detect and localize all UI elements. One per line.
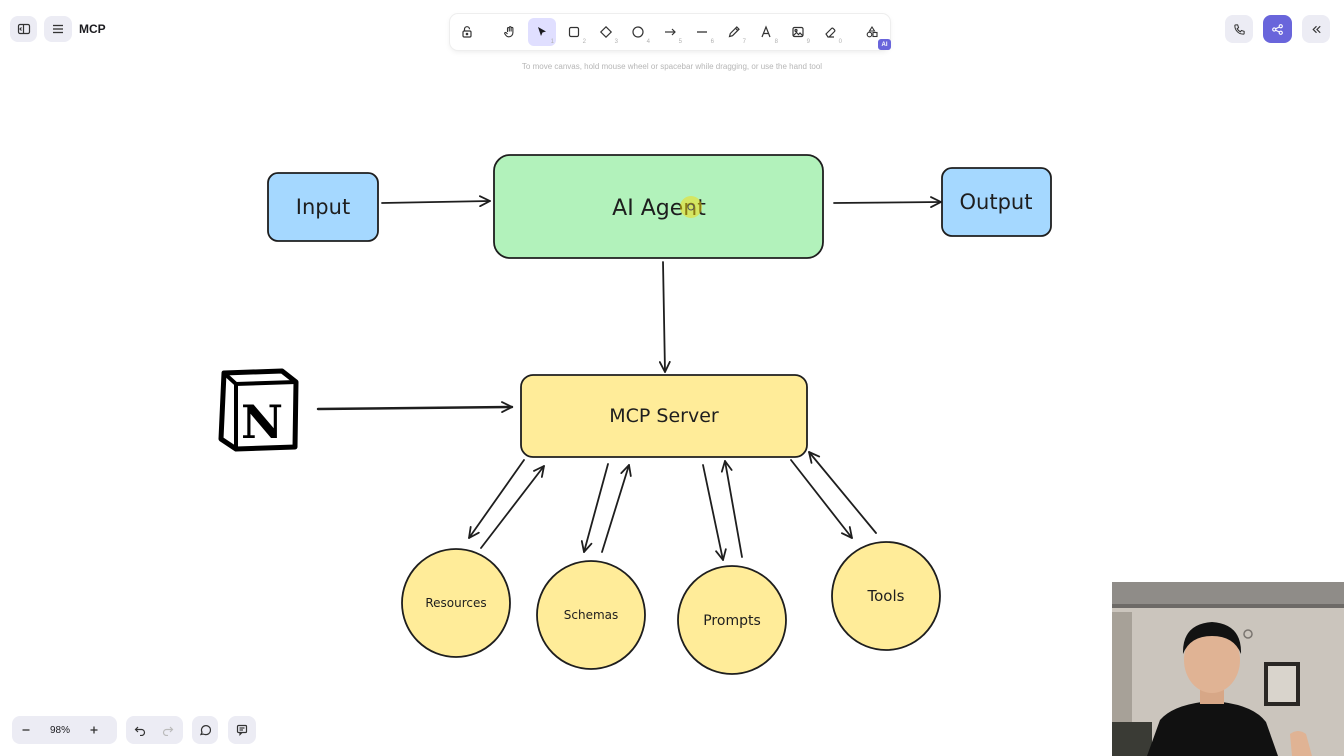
node-output[interactable]: Output: [941, 167, 1052, 237]
tool-image-key: 9: [806, 39, 810, 45]
arrow-agent-to-output[interactable]: [833, 196, 942, 208]
shapes-toolbar: 1 2 3 4 5 6 7 8 9 0 AI: [450, 14, 891, 50]
tool-diamond-key: 3: [614, 39, 618, 45]
text-icon: [761, 25, 771, 38]
canvas-hint: To move canvas, hold mouse wheel or spac…: [521, 62, 823, 71]
node-prompts[interactable]: Prompts: [677, 565, 787, 675]
tool-line-key: 6: [710, 39, 714, 45]
node-prompts-label: Prompts: [703, 613, 761, 629]
zoom-level[interactable]: 98%: [49, 724, 70, 736]
presenter-video: [1112, 582, 1344, 756]
node-output-label: Output: [960, 190, 1033, 214]
shapes-more-icon: [866, 25, 878, 38]
arrow-mcp-to-schemas[interactable]: [580, 463, 609, 553]
node-schemas-label: Schemas: [564, 608, 619, 622]
presentation-button[interactable]: [228, 716, 256, 744]
pointer-icon: [538, 27, 546, 36]
call-button[interactable]: [1225, 15, 1253, 43]
webcam-feed: [1112, 582, 1344, 756]
arrow-input-to-agent[interactable]: [381, 195, 491, 208]
undo-button[interactable]: [126, 716, 154, 744]
hand-icon: [504, 26, 514, 38]
phone-icon: [1233, 23, 1245, 35]
tool-arrow[interactable]: 5: [656, 18, 684, 46]
plus-icon: [90, 726, 98, 734]
double-chevron-left-icon: [1311, 25, 1321, 33]
tool-draw-key: 7: [742, 39, 746, 45]
arrow-resources-to-mcp[interactable]: [480, 465, 545, 549]
tool-ellipse[interactable]: 4: [624, 18, 652, 46]
minus-icon: [22, 729, 30, 731]
ellipse-icon: [632, 26, 644, 38]
node-input-label: Input: [296, 195, 350, 219]
main-menu-button[interactable]: [44, 16, 72, 42]
message-square-icon: [236, 724, 248, 736]
sidebar-toggle-button[interactable]: [10, 16, 37, 42]
sidebar-icon: [17, 23, 30, 35]
undo-icon: [134, 726, 146, 736]
node-schemas[interactable]: Schemas: [536, 560, 646, 670]
arrow-tools-to-mcp[interactable]: [808, 451, 877, 534]
arrow-notion-to-mcp[interactable]: [316, 401, 514, 414]
tool-eraser-key: 0: [838, 39, 842, 45]
tool-selection[interactable]: 1: [528, 18, 556, 46]
tool-arrow-key: 5: [678, 39, 682, 45]
zoom-out-button[interactable]: [12, 716, 40, 744]
ai-badge: AI: [878, 39, 891, 50]
redo-icon: [162, 726, 174, 736]
tool-text[interactable]: 8: [752, 18, 780, 46]
node-input[interactable]: Input: [267, 172, 379, 242]
arrow-prompts-to-mcp[interactable]: [720, 460, 743, 558]
notion-logo[interactable]: N: [218, 368, 299, 452]
zoom-in-button[interactable]: [80, 716, 108, 744]
tool-rectangle-key: 2: [582, 39, 586, 45]
line-icon: [697, 31, 707, 33]
chat-bubble-icon: [199, 725, 211, 736]
history-controls: [126, 716, 183, 744]
comments-button[interactable]: [192, 716, 218, 744]
arrow-mcp-to-prompts[interactable]: [702, 464, 727, 561]
share-icon: [1272, 23, 1283, 35]
collapse-panel-button[interactable]: [1302, 15, 1330, 43]
cursor-dot: [687, 203, 695, 211]
arrow-agent-to-mcp[interactable]: [658, 261, 671, 373]
tool-text-key: 8: [774, 39, 778, 45]
pencil-icon: [728, 26, 740, 38]
tool-more-tools[interactable]: AI: [858, 18, 891, 50]
node-tools-label: Tools: [867, 587, 905, 605]
arrow-schemas-to-mcp[interactable]: [601, 464, 632, 553]
tool-ellipse-key: 4: [646, 39, 650, 45]
arrow-icon: [665, 28, 676, 36]
document-title[interactable]: MCP: [79, 22, 106, 36]
tool-lock[interactable]: [453, 18, 481, 46]
arrow-mcp-to-resources[interactable]: [468, 459, 525, 539]
node-mcp-server[interactable]: MCP Server: [520, 374, 808, 458]
cursor-highlight: [680, 196, 702, 218]
node-resources[interactable]: Resources: [401, 548, 511, 658]
share-button[interactable]: [1263, 15, 1292, 43]
image-icon: [792, 26, 804, 38]
zoom-controls: 98%: [12, 716, 117, 744]
tool-draw[interactable]: 7: [720, 18, 748, 46]
node-mcp-server-label: MCP Server: [609, 405, 719, 427]
arrow-mcp-to-tools[interactable]: [790, 459, 853, 539]
rectangle-icon: [568, 26, 580, 38]
node-ai-agent[interactable]: AI Agent: [493, 154, 824, 259]
tool-eraser[interactable]: 0: [816, 18, 844, 46]
diamond-icon: [599, 25, 613, 39]
tool-line[interactable]: 6: [688, 18, 716, 46]
tool-image[interactable]: 9: [784, 18, 812, 46]
tool-rectangle[interactable]: 2: [560, 18, 588, 46]
redo-button[interactable]: [154, 716, 182, 744]
hamburger-icon: [53, 24, 63, 34]
notion-logo-letter: N: [241, 395, 283, 449]
eraser-icon: [825, 27, 836, 38]
tool-selection-key: 1: [550, 39, 554, 45]
lock-icon: [462, 26, 472, 38]
node-tools[interactable]: Tools: [831, 541, 941, 651]
tool-hand[interactable]: [496, 18, 524, 46]
node-resources-label: Resources: [425, 596, 486, 610]
tool-diamond[interactable]: 3: [592, 18, 620, 46]
